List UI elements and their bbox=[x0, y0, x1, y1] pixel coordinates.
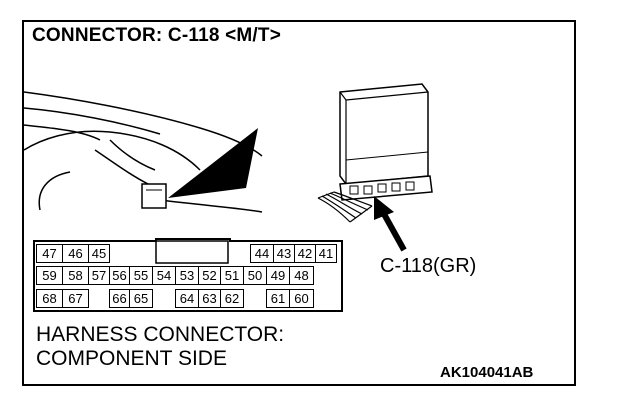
terminal-57: 57 bbox=[88, 266, 110, 285]
wire-harness bbox=[317, 191, 373, 223]
terminal-62: 62 bbox=[220, 289, 244, 308]
terminal-67: 67 bbox=[62, 289, 89, 308]
terminal-58: 58 bbox=[62, 266, 89, 285]
terminal-53: 53 bbox=[175, 266, 199, 285]
document-code: AK104041AB bbox=[440, 364, 534, 381]
terminal-44: 44 bbox=[250, 244, 274, 263]
terminal-46: 46 bbox=[62, 244, 89, 263]
terminal-51: 51 bbox=[220, 266, 244, 285]
terminal-63: 63 bbox=[198, 289, 221, 308]
terminal-50: 50 bbox=[243, 266, 267, 285]
terminal-49: 49 bbox=[266, 266, 290, 285]
diagram-title: CONNECTOR: C-118 <M/T> bbox=[32, 25, 281, 46]
terminal-61: 61 bbox=[266, 289, 290, 308]
diagram-frame bbox=[22, 20, 576, 386]
description-line-2: COMPONENT SIDE bbox=[36, 347, 227, 370]
terminal-48: 48 bbox=[289, 266, 314, 285]
ecu-location-box bbox=[141, 183, 167, 209]
terminal-66: 66 bbox=[109, 289, 130, 308]
terminal-45: 45 bbox=[88, 244, 110, 263]
terminal-56: 56 bbox=[109, 266, 130, 285]
terminal-43: 43 bbox=[273, 244, 295, 263]
callout-arrow bbox=[374, 196, 407, 252]
terminal-59: 59 bbox=[36, 266, 63, 285]
terminal-68: 68 bbox=[36, 289, 63, 308]
description-line-1: HARNESS CONNECTOR: bbox=[36, 323, 285, 346]
terminal-54: 54 bbox=[152, 266, 176, 285]
terminal-60: 60 bbox=[289, 289, 314, 308]
terminal-52: 52 bbox=[198, 266, 221, 285]
location-pointer bbox=[168, 128, 258, 198]
terminal-47: 47 bbox=[36, 244, 63, 263]
terminal-65: 65 bbox=[129, 289, 153, 308]
terminal-64: 64 bbox=[175, 289, 199, 308]
terminal-55: 55 bbox=[129, 266, 153, 285]
component-unit bbox=[339, 83, 429, 185]
terminal-41: 41 bbox=[315, 244, 337, 263]
terminal-42: 42 bbox=[294, 244, 316, 263]
connector-callout-label: C-118(GR) bbox=[380, 255, 477, 277]
